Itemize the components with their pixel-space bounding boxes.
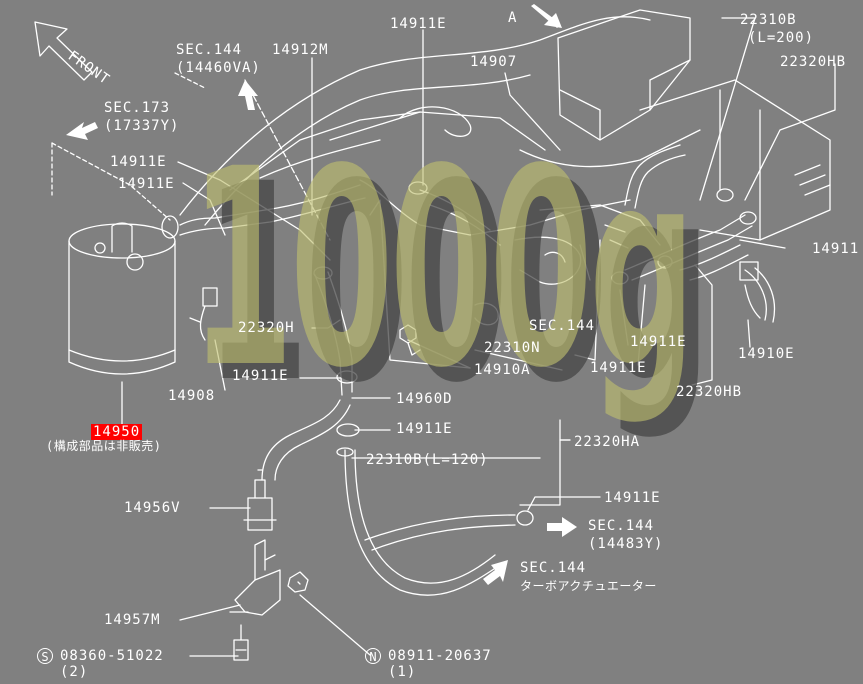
part-14950-highlighted[interactable]: 14950 <box>91 424 143 440</box>
direction-arrow-icon <box>66 122 98 140</box>
bolt-08360-51022[interactable]: 08360-51022 <box>60 648 164 664</box>
clip-14910e-drawing <box>739 261 761 319</box>
n-symbol: N <box>369 650 377 664</box>
part-14911-right[interactable]: 14911 <box>812 241 860 257</box>
sensor-14908-drawing <box>189 287 218 341</box>
s-symbol-circle: S <box>37 648 53 664</box>
part-14956v[interactable]: 14956V <box>124 500 181 516</box>
bolt-08360-qty: (2) <box>60 664 89 680</box>
callout-sec144-bottom-right-code: (14483Y) <box>588 536 664 552</box>
callout-sec144-top[interactable]: SEC.144 <box>176 42 243 58</box>
part-22310n[interactable]: 22310N <box>484 340 541 356</box>
turbo-actuator-note: ターボアクチュエーター <box>520 579 657 593</box>
part-14910e[interactable]: 14910E <box>738 346 795 362</box>
part-14911e-right-2[interactable]: 14911E <box>590 360 647 376</box>
view-a-label: A <box>508 10 518 26</box>
part-14907[interactable]: 14907 <box>470 54 518 70</box>
part-14908[interactable]: 14908 <box>168 388 216 404</box>
part-14911e-top[interactable]: 14911E <box>390 16 447 32</box>
part-14911e-right-mid[interactable]: 14911E <box>630 334 687 350</box>
front-arrow-icon <box>34 21 93 81</box>
s-symbol: S <box>41 650 49 664</box>
callout-sec144-turbo[interactable]: SEC.144 <box>520 560 587 576</box>
callout-sec173-code: (17337Y) <box>104 118 180 134</box>
part-14911e-mid[interactable]: 14911E <box>232 368 289 384</box>
part-22320hb-top[interactable]: 22320HB <box>780 54 847 70</box>
nut-08911-drawing <box>287 571 309 593</box>
part-14957m[interactable]: 14957M <box>104 612 161 628</box>
nut-08911-qty: (1) <box>388 664 417 680</box>
bolt-14910a-drawing <box>399 324 421 356</box>
part-22320hb-bottom[interactable]: 22320HB <box>676 384 743 400</box>
valve-14956v-drawing <box>243 469 277 531</box>
part-22320ha[interactable]: 22320HA <box>574 434 641 450</box>
part-22310b-l200[interactable]: 22310B <box>740 12 797 28</box>
part-14912m[interactable]: 14912M <box>272 42 329 58</box>
bolt-08360-drawing <box>233 624 249 661</box>
part-22310b-length-200: (L=200) <box>748 30 815 46</box>
clamps-drawing <box>161 181 757 526</box>
bracket-14957m-drawing <box>229 539 281 616</box>
canister-drawing <box>68 222 176 425</box>
nut-08911-20637[interactable]: 08911-20637 <box>388 648 492 664</box>
part-14911e-left-2[interactable]: 14911E <box>118 176 175 192</box>
n-symbol-circle: N <box>365 648 381 664</box>
part-14960d[interactable]: 14960D <box>396 391 453 407</box>
part-14910a[interactable]: 14910A <box>474 362 531 378</box>
callout-sec144-bottom-right[interactable]: SEC.144 <box>588 518 655 534</box>
leader-lines <box>51 17 836 657</box>
direction-arrow-icon <box>547 517 577 537</box>
callout-sec144-top-code: (14460VA) <box>176 60 261 76</box>
direction-arrow-icon <box>238 80 258 110</box>
callout-sec173[interactable]: SEC.173 <box>104 100 171 116</box>
part-14950-note: (構成部品は非販売) <box>46 439 162 453</box>
hoses-drawing <box>179 144 776 596</box>
part-14911e-left-1[interactable]: 14911E <box>110 154 167 170</box>
direction-arrow-icon <box>531 4 562 28</box>
callout-sec144-mid[interactable]: SEC.144 <box>529 318 596 334</box>
part-14911e-bottom-right[interactable]: 14911E <box>604 490 661 506</box>
part-22320h[interactable]: 22320H <box>238 320 295 336</box>
direction-arrow-icon <box>483 560 508 585</box>
part-22310b-l120[interactable]: 22310B(L=120) <box>366 452 489 468</box>
intake-assembly-drawing <box>179 9 831 326</box>
part-14911e-center[interactable]: 14911E <box>396 421 453 437</box>
